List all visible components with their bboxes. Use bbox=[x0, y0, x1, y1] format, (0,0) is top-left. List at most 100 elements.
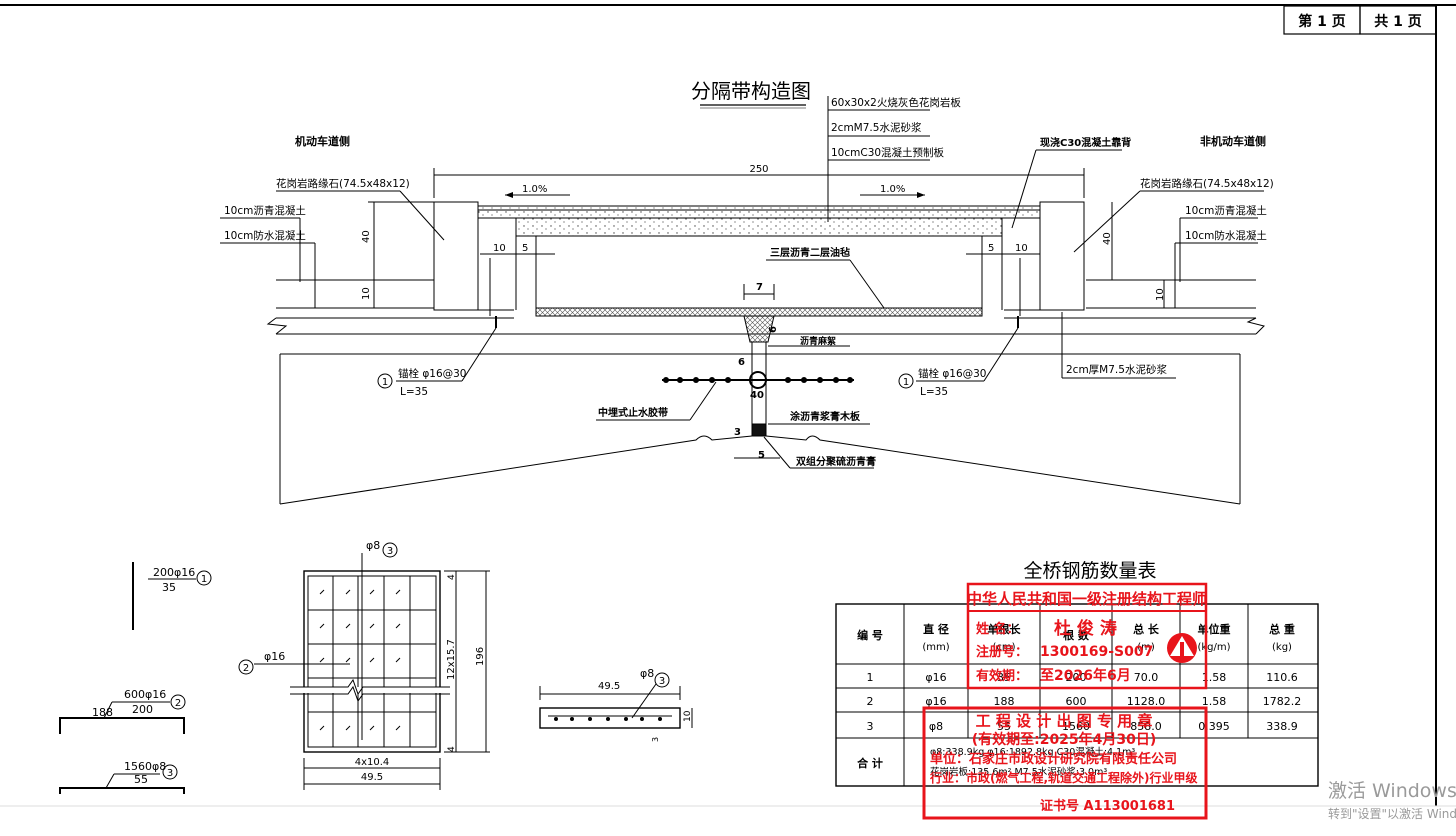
th-len: 单根长 bbox=[988, 622, 1022, 636]
mesh-bar-top: φ8 bbox=[366, 539, 380, 552]
mortar-2cm-label: 2cm厚M7.5水泥砂浆 bbox=[1066, 363, 1167, 376]
seal-reg: 1300169-S007 bbox=[1040, 644, 1153, 660]
th-len-unit: (cm) bbox=[992, 642, 1015, 653]
seal-valid: 至2026年6月 bbox=[1040, 667, 1131, 684]
precast-slab-detail: 49.5 φ8 3 10 3 bbox=[539, 667, 693, 742]
rebar-quantity-table: 全桥钢筋数量表 编 号 直 径 (mm) 单根长 (cm) 根 数 总 长 (m… bbox=[835, 560, 1319, 787]
rebar-shapes: 200φ16 35 1 600φ16 188 200 2 1560φ8 55 3 bbox=[59, 562, 212, 794]
anchor-left-length: L=35 bbox=[400, 386, 428, 398]
double-asphalt-label: 双组分聚硫沥青膏 bbox=[796, 455, 876, 468]
layer-granite: 60x30x2火烧灰色花岗岩板 bbox=[831, 96, 961, 109]
cell-r2-c4: 600 bbox=[1066, 695, 1087, 708]
layer-precast: 10cmC30混凝土预制板 bbox=[831, 146, 945, 159]
cell-r1-c6: 1.58 bbox=[1202, 671, 1227, 684]
mesh-bar-top-no: 3 bbox=[387, 546, 393, 557]
mesh-dim-right-2: 196 bbox=[475, 647, 486, 666]
cell-r3-c1: 3 bbox=[867, 720, 874, 733]
dim-6a: 6 bbox=[768, 326, 779, 333]
dim-10b: 10 bbox=[1015, 243, 1028, 254]
waterstop-label: 中埋式止水胶带 bbox=[598, 406, 668, 419]
mesh-dim-4b: 4 bbox=[447, 746, 457, 752]
page-total: 共 1 页 bbox=[1374, 13, 1422, 30]
label-nonmotor-side: 非机动车道侧 bbox=[1200, 134, 1266, 148]
th-unit-weight-unit: (kg/m) bbox=[1197, 642, 1230, 653]
mesh-dim-4a: 4 bbox=[447, 574, 457, 580]
anchor-right-label: 锚栓 φ16@30 bbox=[918, 367, 987, 380]
rebar1-no: 1 bbox=[201, 574, 207, 585]
slab-dim-thk: 10 bbox=[683, 710, 693, 722]
cell-r3-c2: φ8 bbox=[929, 720, 943, 733]
total-line-2: 花岗岩板:135.6m² M7.5水泥砂浆:3.0m³ bbox=[930, 766, 1107, 778]
cell-r2-c3: 188 bbox=[994, 695, 1015, 708]
asphalt-right-label: 10cm沥青混凝土 bbox=[1185, 204, 1267, 217]
sheet-frame bbox=[0, 4, 1456, 807]
dim-40c: 40 bbox=[750, 390, 764, 401]
rebar-mesh-plan: φ8 3 2 φ16 4 12x15.7 4 196 4x10.4 49.5 bbox=[238, 539, 490, 790]
mesh-bar-left: φ16 bbox=[264, 650, 285, 663]
design-seal-title: 工 程 设 计 出 图 专 用 章 bbox=[976, 712, 1153, 730]
engineer-seal: 中华人民共和国一级注册结构工程师 姓 名： 杜 俊 涛 注册号： 1300169… bbox=[966, 582, 1208, 690]
th-total-weight-unit: (kg) bbox=[1272, 642, 1292, 653]
waterproof-left-label: 10cm防水混凝土 bbox=[224, 229, 306, 242]
curb-left-label: 花岗岩路缘石(74.5x48x12) bbox=[276, 177, 410, 190]
asphalt-left-label: 10cm沥青混凝土 bbox=[224, 204, 306, 217]
asphalt-rope-label: 沥青麻絮 bbox=[800, 335, 836, 347]
cell-r1-c5: 70.0 bbox=[1134, 671, 1159, 684]
rebar3-no: 3 bbox=[167, 768, 173, 779]
slab-bar-no: 3 bbox=[659, 676, 665, 687]
page-number: 第 1 页 bbox=[1298, 13, 1346, 30]
cell-r1-c7: 110.6 bbox=[1266, 671, 1298, 684]
dim-6b: 6 bbox=[738, 357, 745, 368]
cell-r2-c5: 1128.0 bbox=[1127, 695, 1166, 708]
dim-10a: 10 bbox=[493, 243, 506, 254]
dim-7: 7 bbox=[756, 282, 763, 293]
anchor-left-label: 锚栓 φ16@30 bbox=[398, 367, 467, 380]
slab-dim-width: 49.5 bbox=[598, 681, 620, 692]
cell-r2-c2: φ16 bbox=[925, 695, 946, 708]
slab-bar: φ8 bbox=[640, 667, 654, 680]
cell-r2-c1: 2 bbox=[867, 695, 874, 708]
page-number-block: 第 1 页 共 1 页 bbox=[1283, 5, 1437, 35]
rebar1-top: 200φ16 bbox=[153, 566, 195, 579]
rebar2-top: 600φ16 bbox=[124, 688, 166, 701]
dim-40-right: 40 bbox=[1102, 232, 1113, 245]
cell-r1-c2: φ16 bbox=[925, 671, 946, 684]
th-count: 根 数 bbox=[1063, 628, 1090, 642]
anchor-right-length: L=35 bbox=[920, 386, 948, 398]
total-label: 合 计 bbox=[857, 756, 883, 770]
dim-3: 3 bbox=[734, 427, 741, 438]
th-total-len: 总 长 bbox=[1133, 622, 1160, 636]
layer-mortar: 2cmM7.5水泥砂浆 bbox=[831, 121, 922, 134]
rebar2-bottom: 200 bbox=[132, 703, 153, 716]
design-seal: 工 程 设 计 出 图 专 用 章 (有效期至:2025年4月30日) 单位：石… bbox=[922, 706, 1208, 820]
cell-r3-c5: 858.0 bbox=[1130, 720, 1162, 733]
dim-5a: 5 bbox=[522, 243, 528, 254]
drawing-title: 分隔带构造图 bbox=[691, 79, 811, 103]
rebar2-no: 2 bbox=[175, 698, 181, 709]
cell-r3-c4: 1560 bbox=[1062, 720, 1090, 733]
rebar1-bottom: 35 bbox=[162, 581, 176, 594]
waterproof-right-label: 10cm防水混凝土 bbox=[1185, 229, 1267, 242]
cell-r3-c6: 0.395 bbox=[1198, 720, 1230, 733]
seal-title: 中华人民共和国一级注册结构工程师 bbox=[967, 590, 1207, 608]
rebar3-top: 1560φ8 bbox=[124, 760, 166, 773]
felt-label: 三层沥青二层油毡 bbox=[770, 246, 850, 259]
watermark-line-1: 激活 Windows bbox=[1328, 780, 1456, 802]
dim-5b: 5 bbox=[988, 243, 994, 254]
cell-r1-c4: 200 bbox=[1066, 671, 1087, 684]
dim-250: 250 bbox=[749, 164, 768, 175]
design-seal-unit: 单位：石家庄市政设计研究院有限责任公司 bbox=[930, 751, 1177, 767]
cell-r2-c6: 1.58 bbox=[1202, 695, 1227, 708]
th-no: 编 号 bbox=[857, 628, 883, 642]
mesh-dim-bottom-2: 49.5 bbox=[361, 772, 383, 783]
slab-dim-3: 3 bbox=[651, 737, 660, 742]
seal-name: 杜 俊 涛 bbox=[1054, 618, 1117, 639]
mesh-bar-left-no: 2 bbox=[243, 663, 249, 674]
seal-emblem-icon bbox=[1167, 633, 1197, 663]
slope-left: 1.0% bbox=[522, 184, 547, 195]
design-seal-cert: 证书号 A113001681 bbox=[1040, 798, 1175, 814]
curb-right-label: 花岗岩路缘石(74.5x48x12) bbox=[1140, 177, 1274, 190]
rebar3-bottom: 55 bbox=[134, 773, 148, 786]
watermark-line-2: 转到"设置"以激活 Windows。 bbox=[1328, 807, 1456, 821]
seal-reg-label: 注册号： bbox=[976, 644, 1028, 660]
